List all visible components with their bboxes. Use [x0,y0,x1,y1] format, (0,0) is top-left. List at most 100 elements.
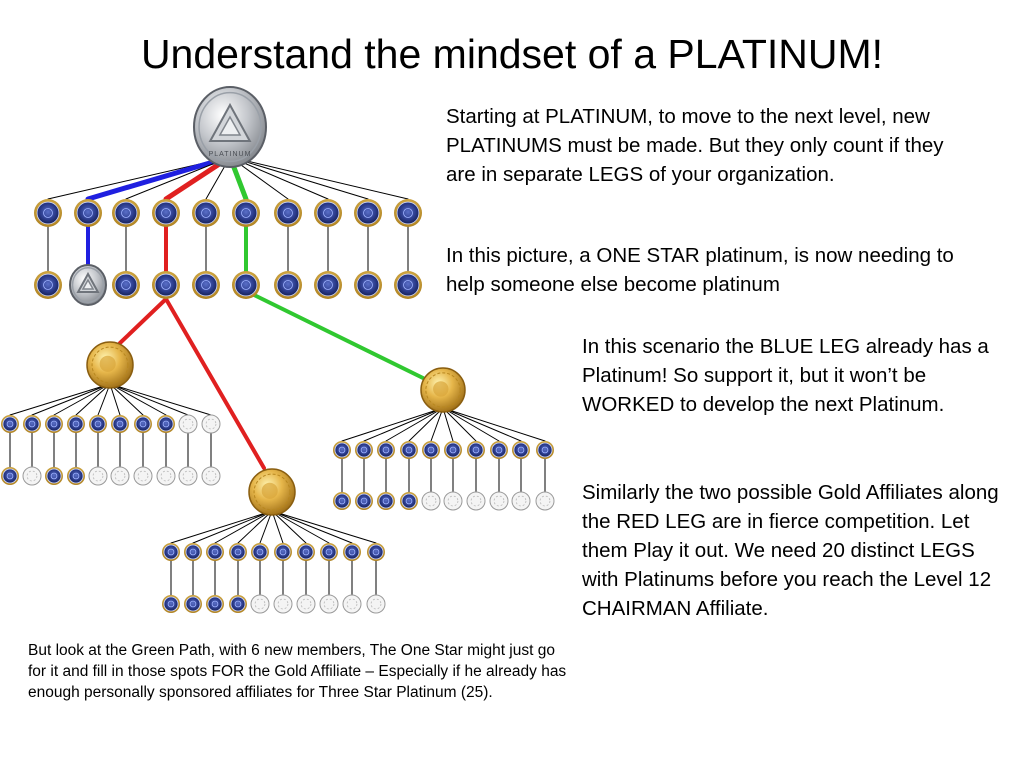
connector-gold-right [442,407,454,442]
empty-slot-gold-bottom [296,594,316,614]
connector-gold-right [430,407,444,442]
member-node-gold-bottom [206,595,224,613]
one-star-note-text: In this picture, a ONE STAR platinum, is… [446,244,954,296]
member-node-gold-left [45,467,63,485]
member-node-l1 [394,199,422,227]
platinum-badge-label: PLATINUM [209,151,252,158]
red-leg-to-gold-bottom [164,297,266,470]
member-node-gold-right [422,441,440,459]
member-node-gold-bottom [162,543,180,561]
connector-gold-bottom [271,510,330,544]
connector-gold-right [341,407,444,442]
platinum-rule-text: Starting at PLATINUM, to move to the nex… [446,105,944,186]
empty-slot-gold-right [421,491,441,511]
member-node-gold-left [45,415,63,433]
empty-slot-gold-right [489,491,509,511]
connector-root-to-l1 [229,156,369,200]
member-node-l1 [314,199,342,227]
connector-root-to-l1 [85,154,233,202]
member-node-l2 [394,271,422,299]
connector-gold-left [9,383,111,416]
empty-slot-gold-left [88,466,108,486]
empty-slot-gold-right [511,491,531,511]
connector-gold-bottom [237,510,273,544]
empty-slot-gold-left [178,466,198,486]
connector-gold-right [363,407,444,442]
connector-gold-left [109,383,144,416]
member-node-gold-bottom [206,543,224,561]
member-node-l1 [232,199,260,227]
empty-slot-gold-bottom [342,594,362,614]
slide-title: Understand the mindset of a PLATINUM! [140,31,884,77]
connector-gold-right [442,407,522,442]
connector-gold-bottom [170,510,273,544]
member-node-gold-right [444,441,462,459]
connector-gold-right [442,407,546,442]
member-node-gold-right [355,441,373,459]
member-node-gold-bottom [367,543,385,561]
connector-gold-bottom [271,510,377,544]
platinum-root-medallion: PLATINUM [193,86,267,168]
red-leg-to-gold-left [118,297,168,345]
member-node-gold-left [157,415,175,433]
member-node-gold-right [490,441,508,459]
member-node-gold-right [355,492,373,510]
member-node-l1 [74,199,102,227]
member-node-gold-right [333,492,351,510]
gold-affiliate-gold-left [86,341,134,389]
member-nodes: PLATINUM [1,86,555,614]
green-path-note-text: But look at the Green Path, with 6 new m… [28,642,567,701]
empty-slot-gold-left [201,414,221,434]
connector-gold-left [109,383,212,416]
connector-root-to-l1 [229,156,329,200]
connector-root-to-l1 [125,156,231,200]
member-node-l2 [192,271,220,299]
member-node-gold-left [1,415,19,433]
connector-gold-left [109,383,121,416]
connector-gold-right [442,407,500,442]
connector-gold-right [408,407,444,442]
member-node-gold-bottom [343,543,361,561]
member-node-l2 [314,271,342,299]
connector-gold-left [75,383,111,416]
gold-affiliate-gold-right [420,367,466,413]
member-node-l2 [232,271,260,299]
connector-gold-bottom [192,510,273,544]
member-node-gold-bottom [320,543,338,561]
member-node-l2 [354,271,382,299]
member-node-l1 [274,199,302,227]
member-node-gold-bottom [274,543,292,561]
member-node-gold-left [134,415,152,433]
member-node-l2 [112,271,140,299]
connector-gold-right [442,407,477,442]
member-node-gold-left [111,415,129,433]
empty-slot-gold-left [22,466,42,486]
member-node-gold-bottom [229,543,247,561]
empty-slot-gold-left [110,466,130,486]
connector-gold-left [109,383,189,416]
member-node-gold-bottom [162,595,180,613]
blue-leg-note-text: In this scenario the BLUE LEG already ha… [582,335,989,416]
member-node-gold-bottom [297,543,315,561]
member-node-gold-left [67,415,85,433]
connector-gold-bottom [271,510,353,544]
empty-slot-gold-right [443,491,463,511]
member-node-gold-right [377,492,395,510]
connector-gold-bottom [259,510,273,544]
connector-root-to-l1 [229,156,409,200]
member-node-l1 [152,199,180,227]
member-node-l1 [34,199,62,227]
member-node-gold-bottom [229,595,247,613]
member-node-gold-left [67,467,85,485]
member-node-gold-bottom [184,543,202,561]
empty-slot-gold-bottom [319,594,339,614]
member-node-gold-bottom [251,543,269,561]
member-node-gold-right [536,441,554,459]
member-node-gold-right [400,441,418,459]
gold-affiliate-gold-bottom [248,468,296,516]
connector-gold-left [31,383,111,416]
member-node-l1 [192,199,220,227]
member-node-gold-right [467,441,485,459]
member-node-gold-right [377,441,395,459]
